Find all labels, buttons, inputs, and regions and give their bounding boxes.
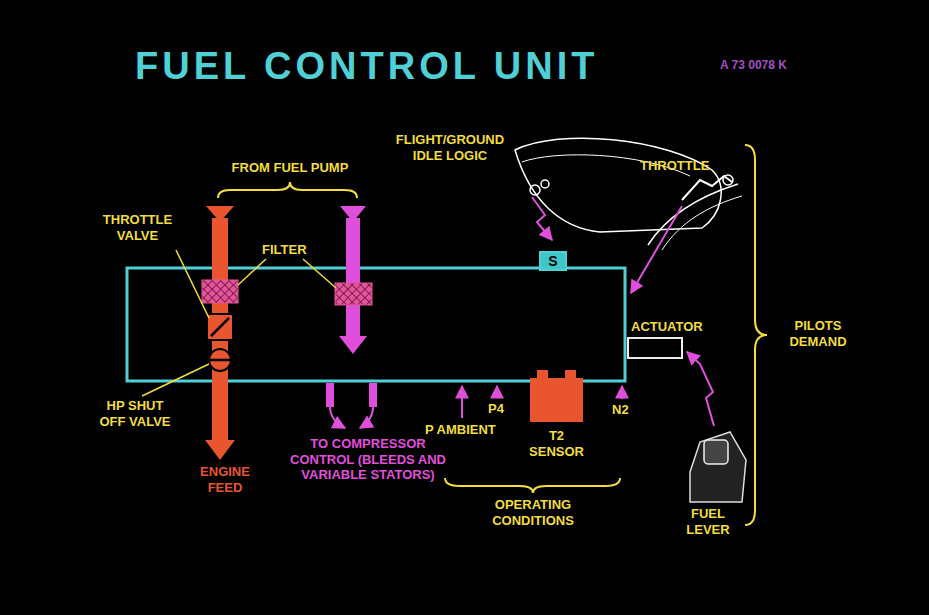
output-arrow [330,407,345,428]
filter [202,280,238,303]
throttle-lever [682,176,732,200]
signal-line [687,352,714,426]
box-letter: S [548,253,557,270]
leader-line [142,364,209,396]
signal-label: P4 [488,401,518,417]
output-label: TO COMPRESSOR CONTROL (BLEEDS AND VARIAB… [288,436,448,483]
group-label: PILOTS DEMAND [778,318,858,349]
part-label: FILTER [262,242,322,258]
brace [218,182,357,198]
output-port [326,383,334,407]
filter [335,283,372,305]
input-arrow [496,386,498,398]
brace [745,145,767,525]
brace [445,478,620,493]
hp-shutoff-valve [209,349,231,371]
pipe-arrow [340,206,366,222]
servo-pipe [346,218,360,338]
cockpit-panel [515,138,721,232]
part-label: HP SHUT OFF VALVE [95,398,175,429]
pipe-arrow [205,440,235,460]
throttle-quadrant [648,184,738,245]
pipe-arrow [206,206,234,222]
group-label: OPERATING CONDITIONS [478,497,588,528]
title: FUEL CONTROL UNIT [135,44,598,90]
sensor-box: T2 SENSOR [530,378,583,422]
fuel-lever [690,432,746,502]
input-label: FLIGHT/GROUND IDLE LOGIC [392,132,508,163]
hp-shutoff-bar [209,359,231,362]
signal-label: P AMBIENT [425,422,515,438]
box-label: ACTUATOR [631,319,721,335]
drawing-number: A 73 0078 K [720,58,830,72]
input-arrow [461,386,463,418]
fcu-housing [127,268,625,381]
source-label: FROM FUEL PUMP [225,160,355,176]
leader-line [238,259,266,285]
fuel-lever-grip [704,440,728,464]
input-label: THROTTLE [640,158,720,174]
signal-line [631,206,682,293]
output-port [369,383,377,407]
leader-line [303,259,336,288]
input-label: FUEL LEVER [676,506,740,537]
input-arrow [621,386,623,399]
switch-box: S [539,251,567,271]
leader-line [176,250,209,318]
throttle-quadrant [662,196,742,250]
output-label: ENGINE FEED [190,464,260,495]
signal-label: N2 [612,402,642,418]
actuator-box: ACTUATOR [627,337,683,359]
box-label: T2 SENSOR [527,428,587,459]
pipe-arrow [339,336,367,354]
switch [541,180,549,188]
signal-line [532,197,552,240]
output-arrow [360,407,373,428]
part-label: THROTTLE VALVE [95,212,180,243]
throttle-valve-disc [211,318,229,336]
throttle-valve [207,314,233,340]
throttle-knob [723,175,733,185]
switch [530,185,540,195]
